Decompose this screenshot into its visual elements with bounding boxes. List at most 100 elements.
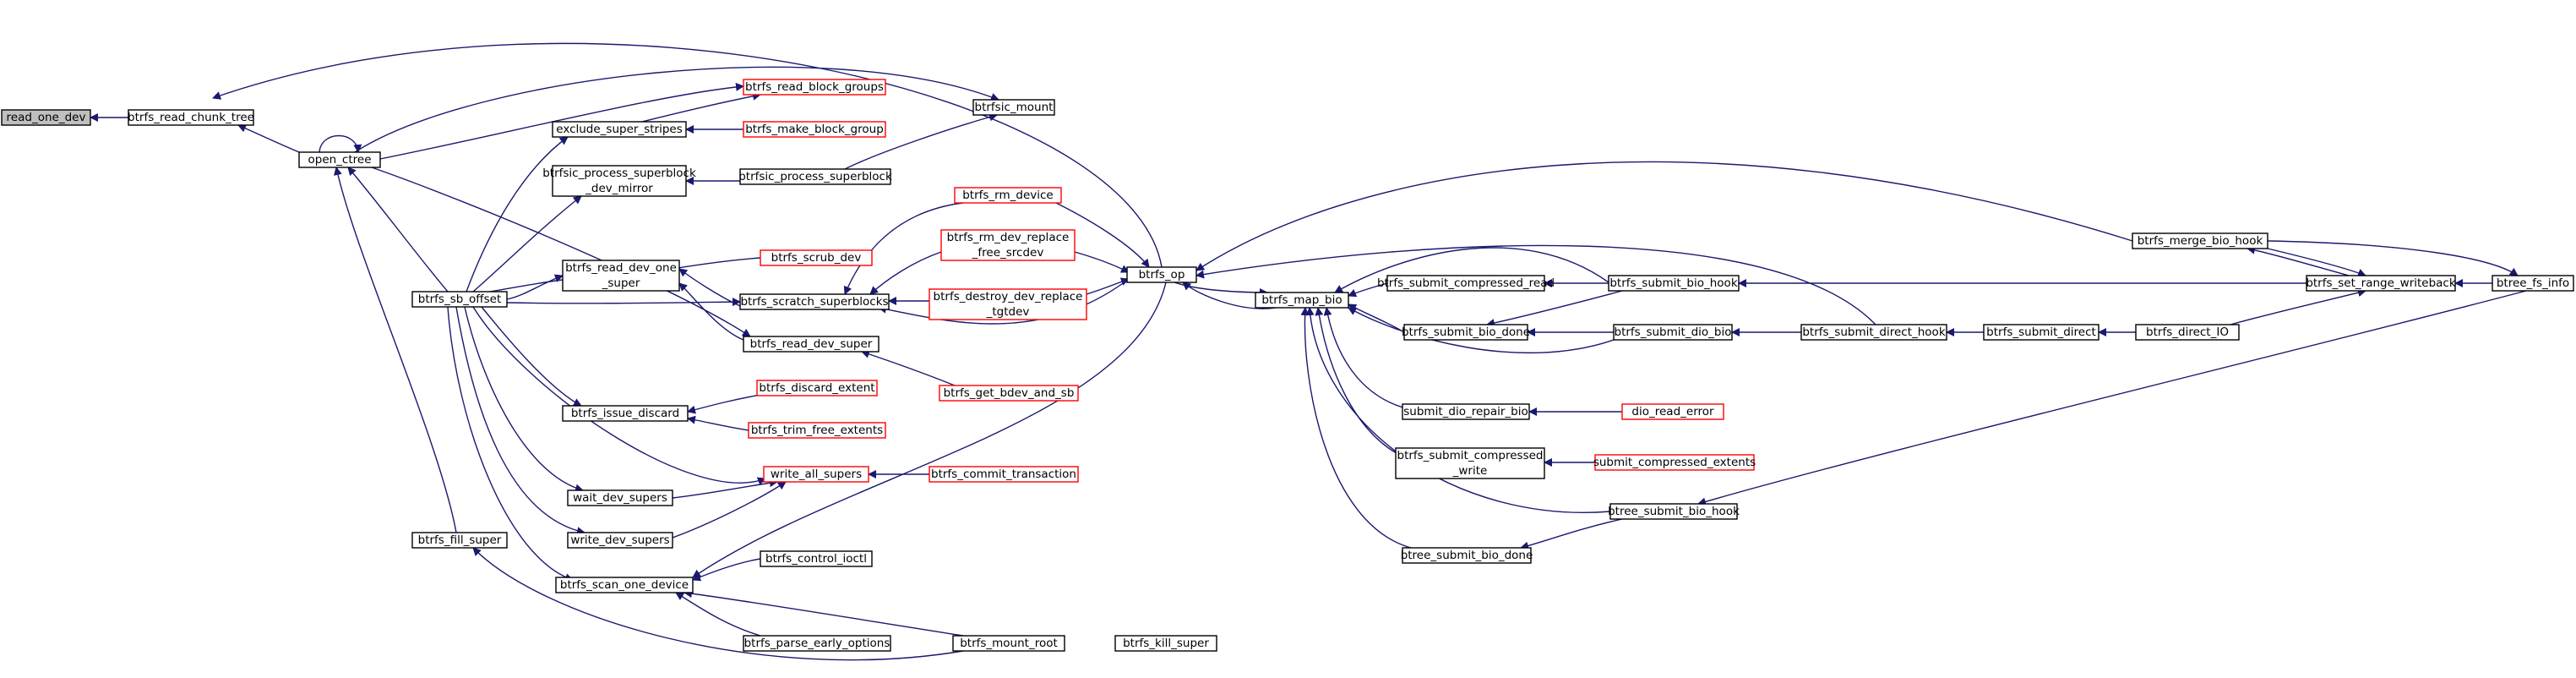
node-box[interactable]	[1608, 275, 1740, 292]
node-box[interactable]	[1621, 403, 1724, 420]
node-box[interactable]	[567, 532, 673, 549]
node-box[interactable]	[567, 489, 673, 506]
node-box[interactable]	[929, 288, 1087, 320]
node-box[interactable]	[954, 187, 1062, 204]
node-box[interactable]	[929, 466, 1079, 483]
node-dio_read_error[interactable]: dio_read_error	[1621, 403, 1724, 420]
node-box[interactable]	[743, 635, 891, 652]
node-submit_dio_repair_bio[interactable]: submit_dio_repair_bio	[1402, 403, 1530, 420]
node-box[interactable]	[411, 532, 508, 549]
node-box[interactable]	[555, 577, 694, 593]
node-box[interactable]	[2132, 232, 2268, 249]
node-box[interactable]	[298, 151, 381, 168]
node-btrfs_submit_bio_done[interactable]: btrfs_submit_bio_done	[1402, 324, 1530, 341]
node-box[interactable]	[1402, 403, 1530, 420]
node-btrfs_trim_free_extents[interactable]: btrfs_trim_free_extents	[748, 422, 886, 439]
node-box[interactable]	[562, 405, 689, 422]
node-read_one_dev[interactable]: read_one_dev	[1, 109, 91, 126]
node-btrfs_submit_compressed_read[interactable]: btrfs_submit_compressed_read	[1377, 275, 1555, 292]
node-btrfs_merge_bio_hook[interactable]: btrfs_merge_bio_hook	[2132, 232, 2268, 249]
node-btree_fs_info[interactable]: btree_fs_info	[2492, 275, 2574, 292]
node-box[interactable]	[562, 260, 680, 292]
node-btrfsic_process_superblock_dev_mirror[interactable]: btrfsic_process_superblock_dev_mirror	[542, 165, 696, 197]
node-box[interactable]	[756, 380, 878, 396]
node-box[interactable]	[760, 550, 873, 567]
node-write_dev_supers[interactable]: write_dev_supers	[567, 532, 673, 549]
node-btrfs_submit_dio_bio[interactable]: btrfs_submit_dio_bio	[1613, 324, 1733, 341]
node-box[interactable]	[128, 109, 254, 126]
node-box[interactable]	[2492, 275, 2574, 292]
node-box[interactable]	[743, 336, 880, 353]
node-exclude_super_stripes[interactable]: exclude_super_stripes	[552, 121, 687, 138]
node-box[interactable]	[763, 466, 869, 483]
node-btrfsic_process_superblock[interactable]: btrfsic_process_superblock	[738, 168, 892, 185]
node-box[interactable]	[760, 249, 873, 266]
node-box[interactable]	[972, 99, 1055, 116]
node-box[interactable]	[952, 635, 1065, 652]
node-box[interactable]	[748, 422, 886, 439]
node-btrfs_read_block_groups[interactable]: btrfs_read_block_groups	[743, 79, 886, 96]
node-btrfs_make_block_group[interactable]: btrfs_make_block_group	[743, 121, 886, 138]
node-btrfs_parse_early_options[interactable]: btrfs_parse_early_options	[743, 635, 891, 652]
node-btrfs_submit_bio_hook[interactable]: btrfs_submit_bio_hook	[1608, 275, 1740, 292]
node-open_ctree[interactable]: open_ctree	[298, 151, 381, 168]
node-box[interactable]	[1114, 635, 1217, 652]
node-btrfs_set_range_writeback[interactable]: btrfs_set_range_writeback	[2306, 275, 2456, 292]
node-box[interactable]	[1255, 292, 1349, 309]
node-wait_dev_supers[interactable]: wait_dev_supers	[567, 489, 673, 506]
node-box[interactable]	[1402, 547, 1532, 564]
node-btrfs_scan_one_device[interactable]: btrfs_scan_one_device	[555, 577, 694, 593]
edge-path	[1182, 282, 1277, 309]
node-box[interactable]	[1800, 324, 1947, 341]
node-submit_compressed_extents[interactable]: submit_compressed_extents	[1593, 454, 1756, 471]
node-btrfs_fill_super[interactable]: btrfs_fill_super	[411, 532, 508, 549]
node-btrfs_read_dev_one_super[interactable]: btrfs_read_dev_one_super	[562, 260, 680, 292]
node-btrfs_mount_root[interactable]: btrfs_mount_root	[952, 635, 1065, 652]
node-btrfs_submit_compressed_write[interactable]: btrfs_submit_compressed_write	[1395, 447, 1545, 479]
node-write_all_supers[interactable]: write_all_supers	[763, 466, 869, 483]
node-box[interactable]	[1395, 447, 1545, 479]
node-btrfs_scratch_superblocks[interactable]: btrfs_scratch_superblocks	[739, 293, 890, 310]
node-box[interactable]	[1609, 503, 1738, 520]
node-box[interactable]	[743, 121, 886, 138]
node-box[interactable]	[940, 229, 1076, 261]
node-btrfs_sb_offset[interactable]: btrfs_sb_offset	[411, 291, 508, 308]
node-btree_submit_bio_hook[interactable]: btree_submit_bio_hook	[1608, 503, 1740, 520]
node-btrfs_submit_direct_hook[interactable]: btrfs_submit_direct_hook	[1800, 324, 1947, 341]
node-box[interactable]	[2135, 324, 2240, 341]
node-btrfs_rm_dev_replace_free_srcdev[interactable]: btrfs_rm_dev_replace_free_srcdev	[940, 229, 1076, 261]
node-btrfs_rm_device[interactable]: btrfs_rm_device	[954, 187, 1062, 204]
node-btrfs_scrub_dev[interactable]: btrfs_scrub_dev	[760, 249, 873, 266]
node-label: btrfs_submit_bio_hook	[1609, 276, 1737, 290]
node-box[interactable]	[739, 293, 890, 310]
node-btrfs_destroy_dev_replace_tgtdev[interactable]: btrfs_destroy_dev_replace_tgtdev	[929, 288, 1087, 320]
node-btrfs_op[interactable]: btrfs_op	[1126, 266, 1197, 283]
node-btrfs_commit_transaction[interactable]: btrfs_commit_transaction	[929, 466, 1079, 483]
node-box[interactable]	[1386, 275, 1545, 292]
node-box[interactable]	[2306, 275, 2456, 292]
node-box[interactable]	[743, 79, 886, 96]
node-btree_submit_bio_done[interactable]: btree_submit_bio_done	[1401, 547, 1533, 564]
node-btrfs_direct_IO[interactable]: btrfs_direct_IO	[2135, 324, 2240, 341]
node-btrfs_discard_extent[interactable]: btrfs_discard_extent	[756, 380, 878, 396]
node-box[interactable]	[739, 168, 891, 185]
node-box[interactable]	[939, 385, 1079, 402]
node-btrfs_kill_super[interactable]: btrfs_kill_super	[1114, 635, 1217, 652]
node-box[interactable]	[1594, 454, 1755, 471]
node-btrfs_read_dev_super[interactable]: btrfs_read_dev_super	[743, 336, 880, 353]
node-btrfs_submit_direct[interactable]: btrfs_submit_direct	[1983, 324, 2099, 341]
node-box[interactable]	[1403, 324, 1528, 341]
node-box[interactable]	[552, 121, 687, 138]
node-box[interactable]	[1126, 266, 1197, 283]
node-btrfs_control_ioctl[interactable]: btrfs_control_ioctl	[760, 550, 873, 567]
node-btrfs_issue_discard[interactable]: btrfs_issue_discard	[562, 405, 689, 422]
node-box[interactable]	[1613, 324, 1733, 341]
node-btrfsic_mount[interactable]: btrfsic_mount	[972, 99, 1055, 116]
node-box[interactable]	[1983, 324, 2099, 341]
node-btrfs_read_chunk_tree[interactable]: btrfs_read_chunk_tree	[128, 109, 254, 126]
node-box[interactable]	[552, 165, 687, 197]
node-btrfs_map_bio[interactable]: btrfs_map_bio	[1255, 292, 1349, 309]
node-btrfs_get_bdev_and_sb[interactable]: btrfs_get_bdev_and_sb	[939, 385, 1079, 402]
node-box[interactable]	[1, 109, 91, 126]
node-box[interactable]	[411, 291, 508, 308]
